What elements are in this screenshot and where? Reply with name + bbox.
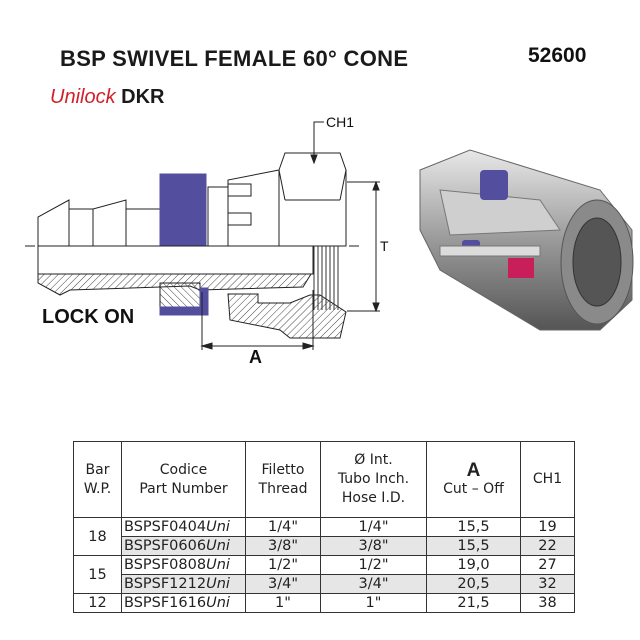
ch1-cell: 27 [520, 555, 575, 575]
t-label: T [380, 238, 389, 254]
cutoff-cell: 15,5 [426, 517, 521, 537]
header-ch1: CH1 [520, 441, 575, 518]
cutoff-cell: 19,0 [426, 555, 521, 575]
fitting-section-drawing [25, 152, 360, 339]
thread-cell: 1/4" [245, 517, 321, 537]
technical-drawing [25, 121, 634, 350]
lock-collar [159, 173, 207, 247]
bar-cell: 15 [73, 555, 122, 594]
bar-cell: 18 [73, 517, 122, 556]
ch1-cell: 19 [520, 517, 575, 537]
table-row: 15 BSPSF0808Uni 1/2" 1/2" 19,0 27 [73, 555, 575, 594]
dimension-lines [200, 121, 380, 350]
hose-cell: 1/2" [320, 555, 427, 575]
part-number-cell: BSPSF1616Uni [121, 593, 246, 613]
hose-cell: 1/4" [320, 517, 427, 537]
hose-cell: 3/8" [320, 536, 427, 556]
cutoff-cell: 21,5 [426, 593, 521, 613]
thread-cell: 3/8" [245, 536, 321, 556]
product-title: BSP SWIVEL FEMALE 60° CONE [60, 46, 409, 71]
cutaway-3d-illustration [419, 149, 634, 331]
hose-cell: 3/4" [320, 574, 427, 594]
brand-dkr: DKR [121, 86, 165, 108]
ch1-cell: 22 [520, 536, 575, 556]
header-hose-id: Ø Int.Tubo Inch.Hose I.D. [320, 441, 427, 518]
table-row: 18 BSPSF0404Uni 1/4" 1/4" 15,5 19 [73, 517, 575, 556]
bar-cell: 12 [73, 593, 122, 613]
table-row: 12 BSPSF1616Uni 1" 1" 21,5 38 [73, 593, 575, 613]
ch1-cell: 38 [520, 593, 575, 613]
lock-on-label: LOCK ON [42, 306, 135, 328]
table-row: BSPSF1212Uni 3/4" 3/4" 20,5 32 [74, 574, 575, 594]
part-number-cell: BSPSF0404Uni [121, 517, 246, 537]
cutoff-cell: 15,5 [426, 536, 521, 556]
thread-cell: 1/2" [245, 555, 321, 575]
part-number-cell: BSPSF0606Uni [121, 536, 246, 556]
cutoff-cell: 20,5 [426, 574, 521, 594]
product-code: 52600 [528, 44, 587, 67]
brand-unilock: Unilock [50, 86, 116, 108]
part-number-cell: BSPSF0808Uni [121, 555, 246, 575]
a-label: A [249, 347, 262, 367]
thread-cell: 3/4" [245, 574, 321, 594]
table-row: BSPSF0606Uni 3/8" 3/8" 15,5 22 [74, 536, 575, 556]
brand-line: Unilock DKR [50, 86, 164, 109]
part-number-cell: BSPSF1212Uni [121, 574, 246, 594]
ch1-label: CH1 [326, 114, 355, 130]
ch1-cell: 32 [520, 574, 575, 594]
thread-cell: 1" [245, 593, 321, 613]
hose-cell: 1" [320, 593, 427, 613]
